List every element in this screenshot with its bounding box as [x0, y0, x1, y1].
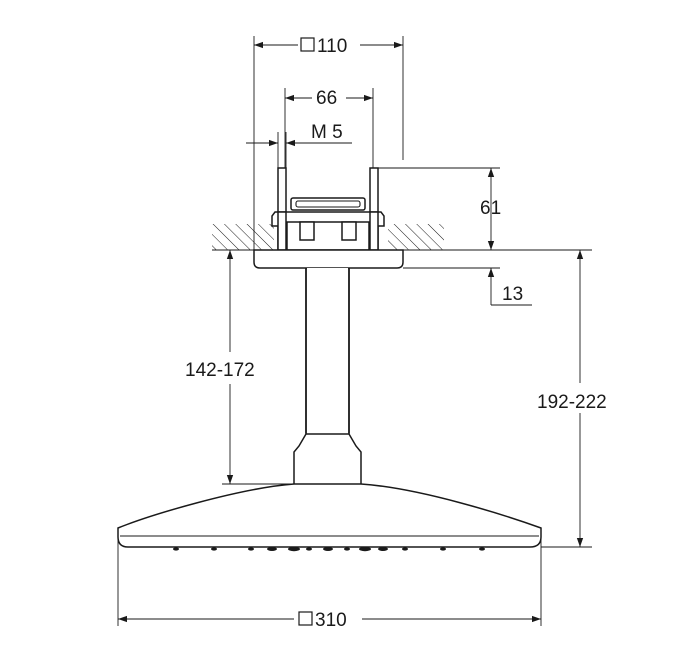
mounting-bracket	[271, 167, 385, 251]
shower-head	[117, 483, 542, 552]
mount-span-label: 66	[316, 88, 337, 109]
dimension-mount-span: 66	[284, 85, 374, 168]
thread-label: M 5	[311, 122, 343, 143]
ceiling-cover	[253, 249, 404, 269]
dimension-arm-length: 142-172	[185, 250, 294, 485]
dimension-head-width: 310	[117, 540, 542, 631]
dimension-total-height: 192-222	[537, 250, 607, 548]
dimension-cover-depth: 13	[403, 267, 532, 306]
ceiling-hatch	[212, 224, 445, 251]
arm-length-label: 142-172	[185, 360, 255, 381]
cover-depth-label: 13	[502, 284, 523, 305]
dimension-thread: M 5	[246, 122, 352, 168]
square-symbol	[300, 37, 315, 52]
mount-height-label: 61	[480, 198, 501, 219]
head-width-label: 310	[315, 610, 347, 631]
shower-arm	[293, 268, 362, 506]
square-symbol-bottom	[298, 611, 313, 626]
total-height-label: 192-222	[537, 392, 607, 413]
nozzles	[173, 546, 485, 552]
top-width-label: 110	[317, 36, 347, 57]
dimension-mount-height: 61	[378, 167, 592, 251]
